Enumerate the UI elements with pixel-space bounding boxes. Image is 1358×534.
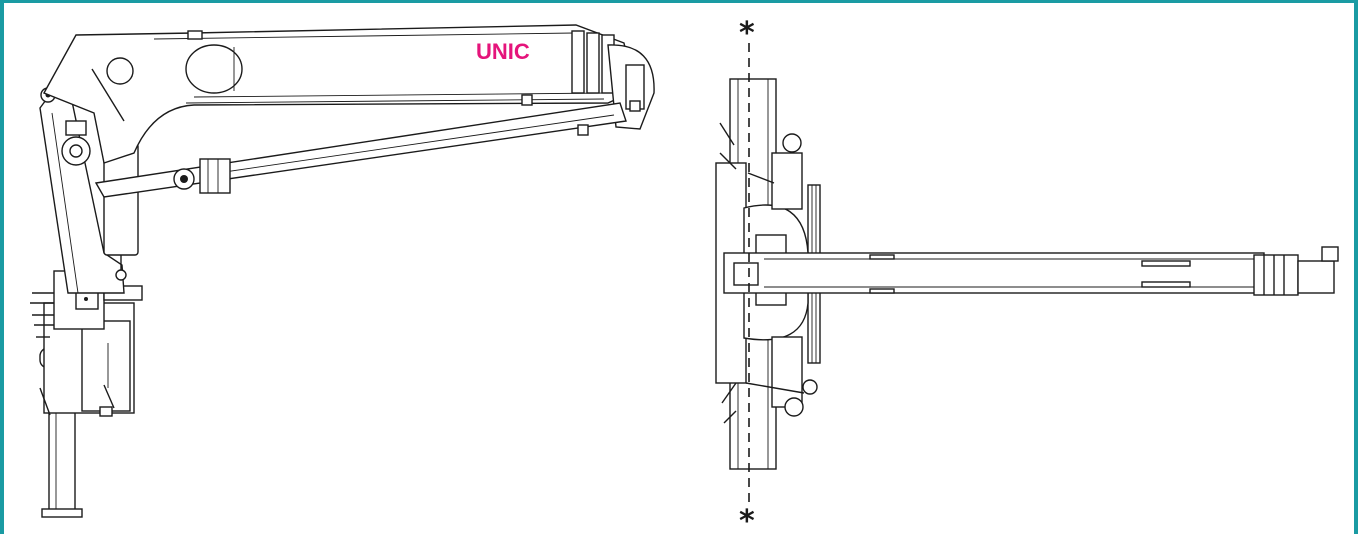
lift-cylinder	[103, 142, 139, 281]
main-boom	[43, 24, 635, 164]
crane-top-view-icon: * *	[715, 16, 1339, 534]
boom-head	[571, 30, 655, 130]
hook-block	[173, 158, 231, 194]
top-boom	[723, 246, 1339, 296]
crane-base	[30, 270, 143, 417]
unic-brand-logo: UNIC	[476, 39, 530, 64]
crane-side-view-icon: UNIC	[30, 24, 655, 518]
crane-diagram: UNIC	[30, 16, 1339, 534]
control-levers	[719, 122, 805, 424]
center-axis: * *	[739, 16, 755, 534]
axis-marker-top: *	[739, 16, 755, 51]
axis-marker-bottom: *	[739, 504, 755, 534]
